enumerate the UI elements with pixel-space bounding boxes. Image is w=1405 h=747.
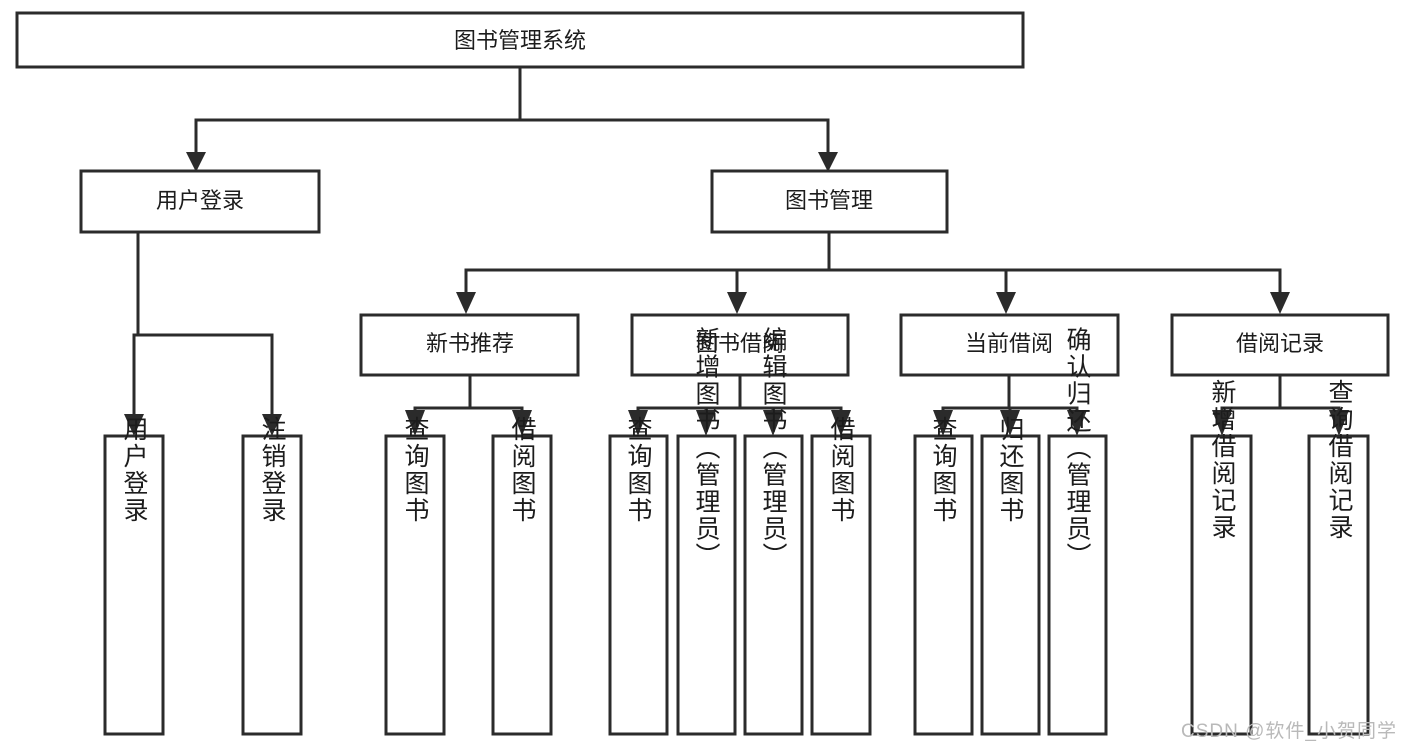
leaf-book-borrow-2-label: 新增图书（管理员） bbox=[692, 327, 721, 570]
leaf-borrow-record-1-label: 新增借阅记录 bbox=[1208, 379, 1237, 541]
node-user-login-box[interactable] bbox=[79, 169, 321, 234]
node-borrow-record[interactable]: 借阅记录 bbox=[1170, 313, 1390, 377]
node-book-management-label: 图书管理 bbox=[785, 188, 873, 213]
leaf-user-login-1-box[interactable] bbox=[103, 434, 165, 736]
leaf-borrow-record-1[interactable]: 新增借阅记录 bbox=[1190, 379, 1253, 736]
leaf-current-borrow-1-box[interactable] bbox=[913, 434, 974, 736]
node-current-borrow-box[interactable] bbox=[899, 313, 1120, 377]
leaf-book-borrow-4-box[interactable] bbox=[810, 434, 872, 736]
node-root-label: 图书管理系统 bbox=[454, 28, 586, 53]
node-book-borrow-label: 图书借阅 bbox=[696, 331, 784, 356]
leaf-user-login-1-label: 用户登录 bbox=[120, 416, 149, 524]
leaf-book-borrow-3-label: 编辑图书（管理员） bbox=[759, 327, 788, 570]
leaf-new-book-2-label: 借阅图书 bbox=[508, 416, 537, 524]
leaf-book-borrow-1-box[interactable] bbox=[608, 434, 669, 736]
arrow-to-new-book bbox=[456, 292, 476, 314]
arrow-to-book-mgmt bbox=[818, 152, 838, 172]
leaf-user-login-2-label: 注销登录 bbox=[258, 416, 287, 524]
leaf-user-login-2[interactable]: 注销登录 bbox=[241, 416, 303, 736]
leaf-current-borrow-1-label: 查询图书 bbox=[929, 416, 958, 524]
arrow-book-borrow-leaf4 bbox=[831, 410, 851, 436]
arrow-current-borrow-leaf3 bbox=[1067, 410, 1087, 436]
leaf-book-borrow-3[interactable]: 编辑图书（管理员） bbox=[743, 327, 804, 736]
leaf-user-login-1[interactable]: 用户登录 bbox=[103, 416, 165, 736]
arrow-to-current-borrow bbox=[996, 292, 1016, 314]
leaf-current-borrow-3-label: 确认归还（管理员） bbox=[1063, 327, 1092, 570]
leaf-book-borrow-1-label: 查询图书 bbox=[624, 416, 653, 524]
node-current-borrow[interactable]: 当前借阅 bbox=[899, 313, 1120, 377]
leaf-new-book-2[interactable]: 借阅图书 bbox=[491, 416, 553, 736]
arrow-book-borrow-leaf1 bbox=[628, 410, 648, 436]
arrow-user-login-leaf1 bbox=[124, 414, 144, 436]
leaf-current-borrow-3-box[interactable] bbox=[1047, 434, 1108, 736]
arrow-to-book-borrow bbox=[727, 292, 747, 314]
node-book-management[interactable]: 图书管理 bbox=[710, 169, 949, 234]
node-borrow-record-box[interactable] bbox=[1170, 313, 1390, 377]
node-borrow-record-label: 借阅记录 bbox=[1236, 331, 1324, 356]
leaf-book-borrow-4-label: 借阅图书 bbox=[827, 416, 856, 524]
leaf-book-borrow-1[interactable]: 查询图书 bbox=[608, 416, 669, 736]
leaf-current-borrow-2-box[interactable] bbox=[980, 434, 1041, 736]
leaf-new-book-1-box[interactable] bbox=[384, 434, 446, 736]
arrow-current-borrow-leaf1 bbox=[933, 410, 953, 436]
node-root[interactable]: 图书管理系统 bbox=[15, 11, 1025, 69]
node-book-borrow[interactable]: 图书借阅 bbox=[630, 313, 850, 377]
node-new-book-recommend-box[interactable] bbox=[359, 313, 580, 377]
leaf-current-borrow-1[interactable]: 查询图书 bbox=[913, 416, 974, 736]
leaf-book-borrow-4[interactable]: 借阅图书 bbox=[810, 416, 872, 736]
leaf-current-borrow-3[interactable]: 确认归还（管理员） bbox=[1047, 327, 1108, 736]
leaf-borrow-record-2[interactable]: 查询借阅记录 bbox=[1307, 379, 1370, 736]
node-user-login[interactable]: 用户登录 bbox=[79, 169, 321, 234]
arrow-borrow-record-leaf1 bbox=[1212, 410, 1232, 436]
node-new-book-recommend-label: 新书推荐 bbox=[426, 331, 514, 356]
leaf-book-borrow-3-box[interactable] bbox=[743, 434, 804, 736]
arrow-new-book-leaf1 bbox=[405, 410, 425, 436]
arrow-to-borrow-record bbox=[1270, 292, 1290, 314]
node-book-management-box[interactable] bbox=[710, 169, 949, 234]
leaf-current-borrow-2[interactable]: 归还图书 bbox=[980, 416, 1041, 736]
leaf-borrow-record-2-label: 查询借阅记录 bbox=[1325, 379, 1354, 541]
connector-layer bbox=[124, 65, 1349, 436]
leaf-book-borrow-2[interactable]: 新增图书（管理员） bbox=[676, 327, 737, 736]
arrow-new-book-leaf2 bbox=[512, 410, 532, 436]
leaf-book-borrow-2-box[interactable] bbox=[676, 434, 737, 736]
leaf-new-book-1-label: 查询图书 bbox=[401, 416, 430, 524]
node-current-borrow-label: 当前借阅 bbox=[965, 331, 1053, 356]
arrow-book-borrow-leaf2 bbox=[696, 410, 716, 436]
arrow-to-user-login bbox=[186, 152, 206, 172]
leaf-borrow-record-1-box[interactable] bbox=[1190, 434, 1253, 736]
arrow-current-borrow-leaf2 bbox=[1000, 410, 1020, 436]
leaf-current-borrow-2-label: 归还图书 bbox=[996, 416, 1025, 524]
arrow-borrow-record-leaf2 bbox=[1329, 410, 1349, 436]
node-book-borrow-box[interactable] bbox=[630, 313, 850, 377]
arrow-user-login-leaf2 bbox=[262, 414, 282, 436]
arrow-book-borrow-leaf3 bbox=[763, 410, 783, 436]
leaf-new-book-1[interactable]: 查询图书 bbox=[384, 416, 446, 736]
leaf-new-book-2-box[interactable] bbox=[491, 434, 553, 736]
leaf-user-login-2-box[interactable] bbox=[241, 434, 303, 736]
node-root-box[interactable] bbox=[15, 11, 1025, 69]
leaf-borrow-record-2-box[interactable] bbox=[1307, 434, 1370, 736]
node-user-login-label: 用户登录 bbox=[156, 188, 244, 213]
node-new-book-recommend[interactable]: 新书推荐 bbox=[359, 313, 580, 377]
